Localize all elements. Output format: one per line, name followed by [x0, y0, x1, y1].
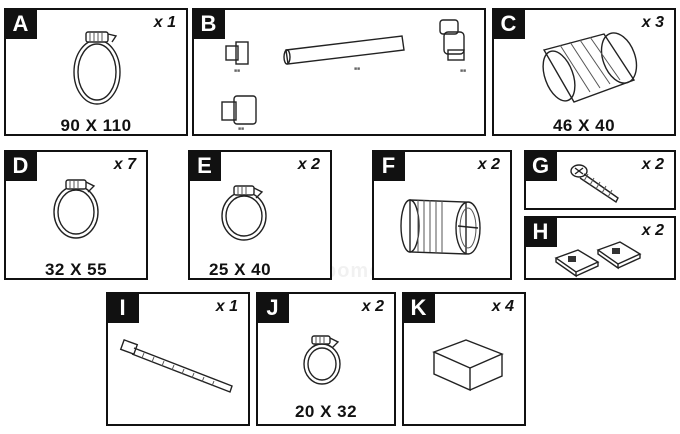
quantity-label: x 2 — [641, 156, 664, 173]
panel-letter: H — [524, 216, 557, 247]
part-mark: ■■ — [354, 66, 361, 72]
panel-letter: G — [524, 150, 557, 181]
hose-clamp-icon — [53, 179, 99, 239]
panel-letter: D — [4, 150, 37, 181]
dimension-label: 25 X 40 — [208, 260, 272, 279]
cable-tie-icon — [119, 339, 233, 393]
panel-j: J x 2 20 X 32 — [256, 292, 396, 426]
panel-letter: E — [188, 150, 221, 181]
hose-clamp-icon — [221, 185, 267, 241]
panel-f: F x 2 — [372, 150, 512, 280]
quantity-label: x 2 — [477, 156, 500, 173]
hose-clamp-icon — [73, 31, 121, 105]
panel-d: D x 7 32 X 55 — [4, 150, 148, 280]
quantity-label: x 3 — [641, 14, 664, 31]
panel-letter: K — [402, 292, 435, 323]
panel-h: H x 2 — [524, 216, 676, 280]
quantity-label: x 2 — [361, 298, 384, 315]
hose-clamp-icon — [303, 335, 341, 385]
dimension-label: 90 X 110 — [60, 116, 132, 135]
panel-b: B ■■ ■■ ■■ ■■ — [192, 8, 486, 136]
panel-i: I x 1 — [106, 292, 250, 426]
dimension-label: 20 X 32 — [294, 402, 358, 421]
panel-k: K x 4 — [402, 292, 526, 426]
panel-c: C x 3 46 X 40 — [492, 8, 676, 136]
dimension-label: 32 X 55 — [44, 260, 108, 279]
part-mark: ■■ — [460, 68, 467, 74]
quantity-label: x 1 — [215, 298, 238, 315]
panel-letter: J — [256, 292, 289, 323]
dimension-label: 46 X 40 — [552, 116, 616, 135]
rubber-sleeve-icon — [542, 32, 638, 103]
part-mark: ■■ — [234, 68, 241, 74]
panel-letter: I — [106, 292, 139, 323]
panel-letter: F — [372, 150, 405, 181]
ribbed-connector-icon — [400, 199, 481, 255]
screw-icon — [570, 164, 619, 204]
quantity-label: x 1 — [153, 14, 176, 31]
panel-letter: B — [192, 8, 225, 39]
panel-g: G x 2 — [524, 150, 676, 210]
quantity-label: x 7 — [113, 156, 136, 173]
panel-letter: C — [492, 8, 525, 39]
quantity-label: x 4 — [491, 298, 514, 315]
mounting-clips-icon — [554, 241, 642, 278]
panel-letter: A — [4, 8, 37, 39]
quantity-label: x 2 — [641, 222, 664, 239]
panel-e: E x 2 25 X 40 — [188, 150, 332, 280]
quantity-label: x 2 — [297, 156, 320, 173]
pipe-fittings-icon — [221, 19, 465, 125]
part-mark: ■■ — [238, 126, 245, 132]
foam-block-icon — [432, 339, 504, 392]
panel-a: A x 1 90 X 110 — [4, 8, 188, 136]
